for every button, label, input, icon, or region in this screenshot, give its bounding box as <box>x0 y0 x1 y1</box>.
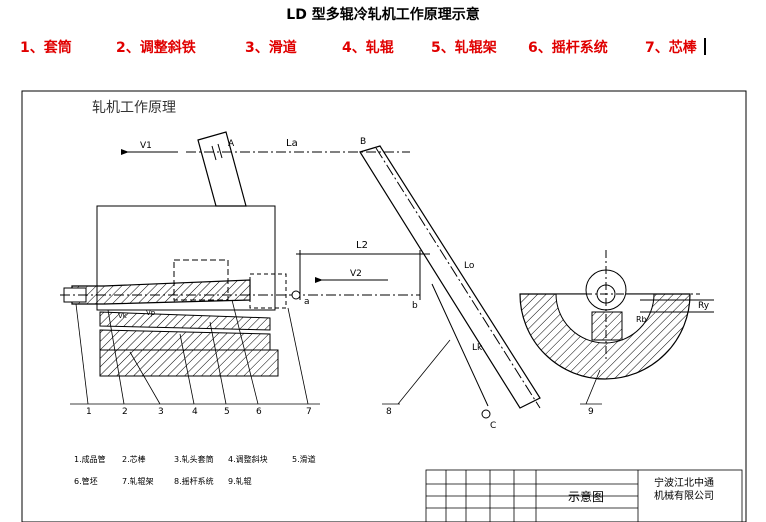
company-line-2: 机械有限公司 <box>654 489 714 502</box>
pivot-c <box>481 409 491 419</box>
rocker-arm-long <box>359 145 541 409</box>
la-label: La <box>286 138 298 149</box>
slideway <box>99 329 271 351</box>
roll-stand-housing <box>96 205 276 311</box>
drawing-frame <box>21 90 747 522</box>
text-cursor <box>704 38 706 55</box>
lk-label: Lk <box>472 343 483 353</box>
legend-item-roll-frame: 5、轧辊架 <box>431 40 497 56</box>
lo-label: Lo <box>464 261 475 271</box>
adjust-wedge <box>99 311 271 331</box>
legend-item-rocker: 6、摇杆系统 <box>528 40 608 56</box>
part-2: 2.芯棒 <box>122 454 146 464</box>
callout-9: 9 <box>588 407 594 417</box>
legend-item-mandrel: 7、芯棒 <box>645 40 697 56</box>
vp-label: Vp <box>146 309 156 317</box>
part-1: 1.成品管 <box>74 454 106 464</box>
company-line-1: 宁波江北中通 <box>654 476 714 489</box>
rocker-axis <box>375 147 541 409</box>
part-9: 9.轧辊 <box>228 476 252 486</box>
b-small-label: b <box>412 301 418 311</box>
part-7: 7.轧辊架 <box>122 476 154 486</box>
part-8: 8.摇杆系统 <box>174 476 214 486</box>
drawing-heading: 轧机工作原理 <box>92 100 176 116</box>
ry-label: Ry <box>698 301 710 311</box>
page-title: LD 型多辊冷轧机工作原理示意 <box>286 7 480 23</box>
roll-hub <box>591 311 623 341</box>
point-a <box>291 290 301 300</box>
lk-dim-line <box>431 283 489 407</box>
v2-label: V2 <box>350 269 362 279</box>
part-5: 5.滑道 <box>292 454 316 464</box>
rocker-arm-mark <box>211 145 217 161</box>
callout-3: 3 <box>158 407 164 417</box>
callout-1: 1 <box>86 407 92 417</box>
part-3: 3.轧头套筒 <box>174 454 214 464</box>
legend-item-roll: 4、轧辊 <box>342 40 394 56</box>
part-4: 4.调整斜块 <box>228 454 268 464</box>
a-small-label: a <box>304 297 310 307</box>
title-block <box>425 469 743 522</box>
callout-6: 6 <box>256 407 262 417</box>
callout-4: 4 <box>192 407 198 417</box>
callout-7: 7 <box>306 407 312 417</box>
rocker-arm-mark-2 <box>217 143 223 159</box>
a-top-label: A <box>228 139 235 149</box>
rb-label: Rb <box>636 315 647 324</box>
part-6: 6.管坯 <box>74 476 98 486</box>
v1-label: V1 <box>140 141 152 151</box>
callout-2: 2 <box>122 407 128 417</box>
legend-item-slideway: 3、滑道 <box>245 40 297 56</box>
drawing-name: 示意图 <box>568 489 604 504</box>
legend-item-sleeve: 1、套筒 <box>20 40 72 56</box>
callout-8: 8 <box>386 407 392 417</box>
base-block <box>99 349 279 377</box>
callout-5: 5 <box>224 407 230 417</box>
mandrel-outline <box>249 273 287 309</box>
rocker-arm-upper <box>197 131 247 207</box>
c-label: C <box>490 421 496 431</box>
callout-leaders <box>70 299 602 405</box>
l2-label: L2 <box>356 240 368 251</box>
legend-item-adjust-wedge: 2、调整斜铁 <box>116 40 196 56</box>
vk-label: Vk <box>118 312 128 320</box>
tube-section <box>71 279 251 305</box>
b-top-label: B <box>360 137 366 147</box>
